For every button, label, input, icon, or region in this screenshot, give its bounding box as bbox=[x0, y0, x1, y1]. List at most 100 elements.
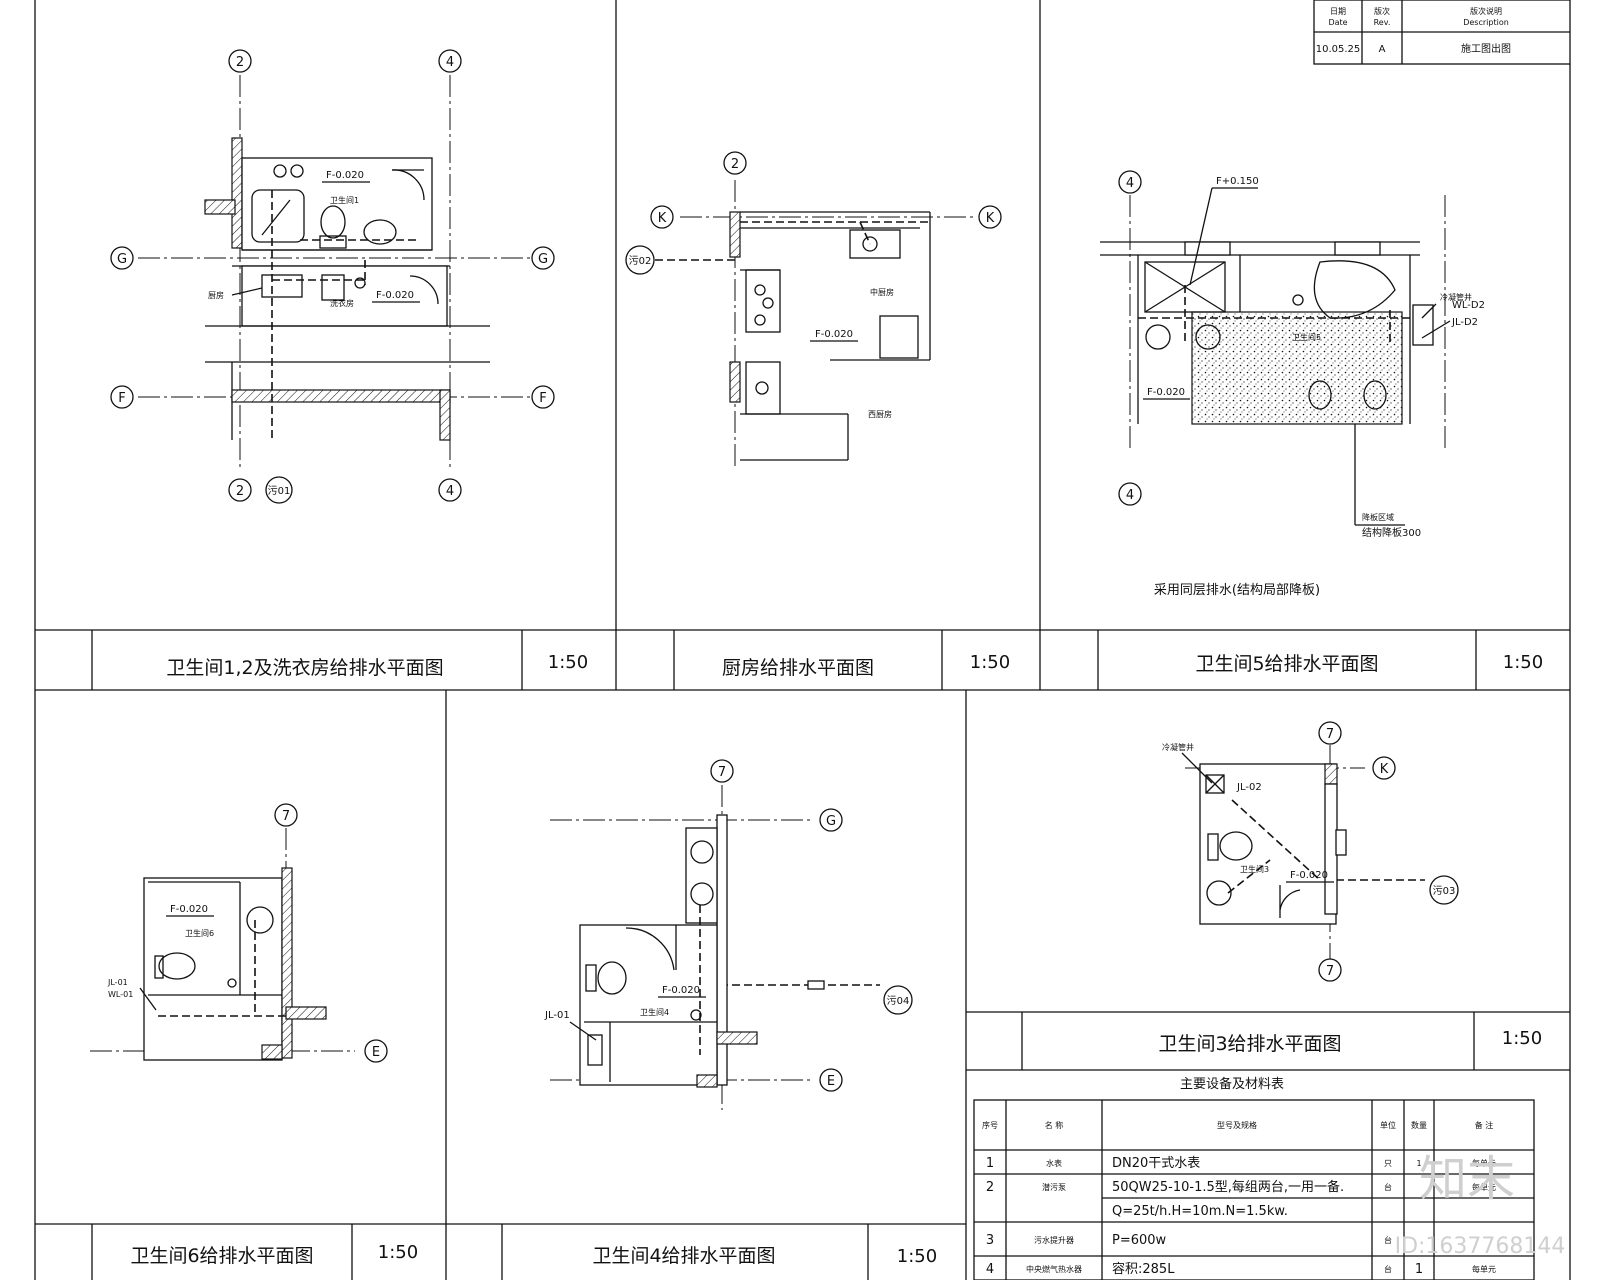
drain-tag-01: 污01 bbox=[268, 485, 291, 497]
drawing-label: 4 bbox=[1126, 176, 1134, 191]
drawing-label: F+0.150 bbox=[1216, 176, 1259, 187]
plan-bathroom-1-2-laundry: 2 4 G G F F 2 4 bbox=[110, 49, 555, 504]
panel-6-scale: 1:50 bbox=[1502, 1028, 1542, 1049]
panel-3-scale: 1:50 bbox=[1503, 652, 1543, 673]
drawing-label: 污水提升器 bbox=[1034, 1235, 1074, 1245]
panel-1-scale: 1:50 bbox=[548, 652, 588, 673]
drawing-label: 名 称 bbox=[1045, 1120, 1064, 1130]
drawing-label: 1 bbox=[986, 1156, 994, 1171]
drain-tag-02: 污02 bbox=[629, 255, 652, 267]
panel-5-scale: 1:50 bbox=[897, 1246, 937, 1267]
drawing-label: 只 bbox=[1384, 1159, 1392, 1168]
panel-titles: 卫生间1,2及洗衣房给排水平面图 1:50 厨房给排水平面图 1:50 卫生间5… bbox=[130, 652, 1543, 1267]
drain-tag-04: 污04 bbox=[887, 995, 910, 1007]
panel-2-scale: 1:50 bbox=[970, 652, 1010, 673]
panel-1-title: 卫生间1,2及洗衣房给排水平面图 bbox=[166, 657, 443, 679]
drawing-label: 卫生间3 bbox=[1240, 864, 1269, 874]
drawing-label: 4 bbox=[446, 484, 454, 499]
drawing-label: F bbox=[118, 391, 125, 406]
drawing-label: 卫生间6 bbox=[185, 928, 214, 938]
drawing-label: 水表 bbox=[1046, 1158, 1062, 1168]
drawing-label: 冷凝管井 bbox=[1162, 742, 1194, 752]
drawing-label: 卫生间4 bbox=[640, 1007, 669, 1017]
drawing-label: 7 bbox=[1326, 964, 1334, 979]
drawing-label: 降板区域 bbox=[1362, 512, 1394, 522]
drawing-label: F-0.020 bbox=[376, 290, 414, 301]
revision-block: 日期 Date 版次 Rev. 版次说明 Description 10.05.2… bbox=[1313, 0, 1571, 65]
drawing-label: 潜污泵 bbox=[1042, 1182, 1066, 1192]
watermark-id: ID:1637768144 bbox=[1395, 1234, 1566, 1259]
drawing-label: E bbox=[372, 1045, 380, 1060]
plan-kitchen: 2 K K 污02 中厨房 西厨房 F-0.020 bbox=[625, 151, 1002, 470]
panel-4-title: 卫生间6给排水平面图 bbox=[130, 1245, 313, 1267]
drawing-label: F-0.020 bbox=[1290, 870, 1328, 881]
plan-bathroom-3: 7 7 K 污03 卫生间3 F-0.020 冷凝管井 JL-02 bbox=[1162, 721, 1459, 982]
drawing-label: 2 bbox=[236, 484, 244, 499]
drain-tag-03: 污03 bbox=[1433, 885, 1456, 897]
drawing-label: 中厨房 bbox=[870, 287, 894, 297]
drawing-label: 每单元 bbox=[1472, 1158, 1496, 1168]
drawing-label: G bbox=[117, 252, 127, 267]
drawing-label: 型号及规格 bbox=[1217, 1120, 1257, 1130]
watermark-logo: 知末 bbox=[1419, 1151, 1515, 1207]
rev-header-rev: 版次 bbox=[1374, 6, 1390, 16]
drawing-label: 中央燃气热水器 bbox=[1026, 1264, 1082, 1274]
rev-header-desc-en: Description bbox=[1463, 18, 1509, 27]
drawing-label: G bbox=[826, 814, 836, 829]
drawing-label: 厨房 bbox=[208, 290, 224, 300]
drawing-label: 结构降板300 bbox=[1362, 526, 1421, 539]
drawing-label: 单位 bbox=[1380, 1120, 1396, 1130]
drawing-label: 1 bbox=[1415, 1262, 1423, 1277]
plan-bathroom-5: 4 4 F+0.150 F-0.020 卫生间5 冷凝管井 WL-D2 JL-D… bbox=[1100, 170, 1485, 598]
drawing-label: F-0.020 bbox=[1147, 387, 1185, 398]
sheet-frame bbox=[34, 0, 1571, 1280]
drawing-label: 卫生间1 bbox=[330, 195, 359, 205]
drawing-label: 7 bbox=[282, 809, 290, 824]
drawing-label: 台 bbox=[1384, 1264, 1392, 1274]
plan-bathroom-4: 7 G E 污04 F-0.020 卫生间4 JL-01 bbox=[544, 759, 913, 1110]
watermark: 知末 ID:1637768144 bbox=[1395, 1151, 1566, 1259]
drawing-label: 每单元 bbox=[1472, 1182, 1496, 1192]
table-title: 主要设备及材料表 bbox=[1180, 1076, 1284, 1092]
drawing-label: 1 bbox=[1416, 1159, 1421, 1168]
drawing-label: F bbox=[539, 391, 546, 406]
rev-header-date: 日期 bbox=[1330, 7, 1346, 16]
panel-5-title: 卫生间4给排水平面图 bbox=[592, 1245, 775, 1267]
drawing-label: 4 bbox=[446, 55, 454, 70]
drawing-label: F-0.020 bbox=[815, 329, 853, 340]
drawing-label: 7 bbox=[1326, 727, 1334, 742]
drawing-label: K bbox=[658, 211, 667, 226]
rev-date: 10.05.25 bbox=[1316, 44, 1361, 55]
drawing-label: 洗衣房 bbox=[330, 298, 354, 308]
drawing-label: 2 bbox=[731, 157, 739, 172]
drawing-label: JL-01 bbox=[544, 1010, 570, 1021]
drawing-label: JL-01 bbox=[107, 978, 128, 987]
drawing-label: 采用同层排水(结构局部降板) bbox=[1154, 583, 1320, 598]
drawing-label: 2 bbox=[236, 55, 244, 70]
drawing-label: WL-D2 bbox=[1452, 300, 1485, 311]
drawing-label: WL-01 bbox=[108, 990, 133, 999]
drawing-label: 容积:285L bbox=[1112, 1261, 1175, 1277]
rev-description: 施工图出图 bbox=[1461, 42, 1511, 55]
drawing-label: F-0.020 bbox=[662, 985, 700, 996]
rev-letter: A bbox=[1379, 44, 1386, 55]
drawing-label: E bbox=[827, 1074, 835, 1089]
drawing-label: 冷凝管井 bbox=[1440, 292, 1472, 302]
panel-6-title: 卫生间3给排水平面图 bbox=[1158, 1033, 1341, 1055]
drawing-label: 50QW25-10-1.5型,每组两台,一用一备. bbox=[1112, 1179, 1344, 1195]
drawing-label: 西厨房 bbox=[868, 409, 892, 419]
drawing-label: 序号 bbox=[982, 1120, 998, 1130]
drawing-label: 4 bbox=[986, 1262, 994, 1277]
panel-4-scale: 1:50 bbox=[378, 1242, 418, 1263]
plan-bathroom-6: 7 E F-0.020 卫生间6 JL-01 WL-01 bbox=[90, 803, 388, 1063]
drawing-label: 3 bbox=[986, 1233, 994, 1248]
drawing-label: 卫生间5 bbox=[1292, 332, 1321, 342]
drawing-label: JL-D2 bbox=[1451, 317, 1478, 328]
drawing-label: JL-02 bbox=[1236, 782, 1262, 793]
rev-header-desc: 版次说明 bbox=[1470, 6, 1502, 16]
drawing-label: 2 bbox=[986, 1180, 994, 1195]
drawing-label: K bbox=[1380, 762, 1389, 777]
drawing-label: 台 bbox=[1384, 1182, 1392, 1192]
